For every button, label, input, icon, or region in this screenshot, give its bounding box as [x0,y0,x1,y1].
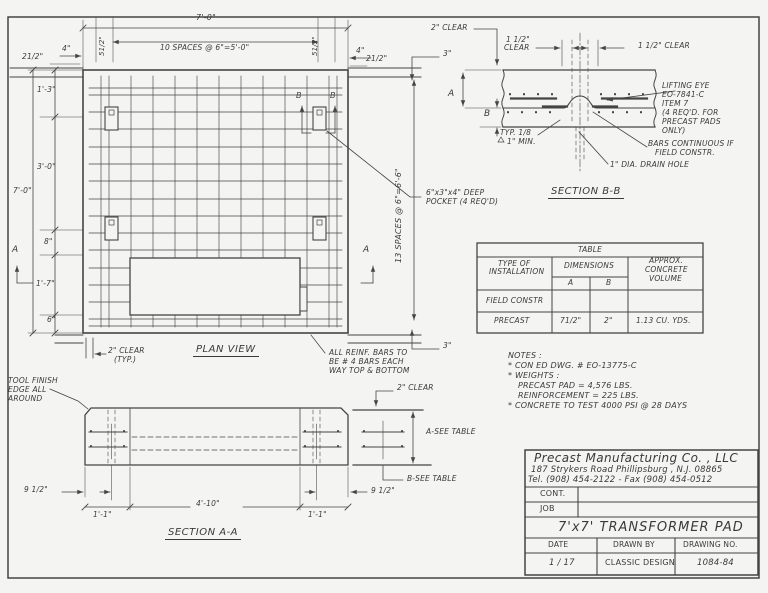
bb-lifting-eye-line1: LIFTING EYE [662,81,710,90]
drawn-by-value: CLASSIC DESIGN [605,558,675,567]
section-cut-a-left: A [12,245,19,255]
plan-dim-8: 8" [44,237,53,246]
notes-line2: * WEIGHTS : [508,371,560,380]
bb-lifting-eye-line5: PRECAST PADS [662,117,721,126]
drawn-by-label: DRAWN BY [613,540,655,549]
bb-clear-left-line2: CLEAR [504,43,530,52]
table-linework [476,242,704,334]
table-col-volume-line2: CONCRETE [645,265,688,274]
table-col-volume-line1: APPROX. [649,256,684,265]
plan-dim-bottom-3: 3" [443,341,452,350]
plan-view-linework [9,17,440,359]
plan-dim-right-5half: 51/2" [311,36,319,56]
reinf-note-line1: ALL REINF. BARS TO [329,348,408,357]
plan-dim-right-4: 4" [356,46,365,55]
sheet-border [7,16,760,579]
table-row-field-constr: FIELD CONSTR [486,296,544,305]
notes-line5: * CONCRETE TO TEST 4000 PSI @ 28 DAYS [508,401,688,410]
table-row-precast: PRECAST [494,316,530,325]
section-cut-b-right: B [330,91,336,100]
company-address: 187 Strykers Road Phillipsburg , N.J. 08… [531,465,723,475]
aa-clear-note: 2" CLEAR [397,383,434,392]
plan-dim-3-0: 3'-0" [37,162,56,171]
table-row-precast-a: 71/2" [560,316,582,325]
plan-dim-left-5half: 51/2" [98,36,106,56]
table-col-b: B [606,278,612,287]
table-col-a: A [568,278,574,287]
table-row-precast-b: 2" [604,316,613,325]
job-label: JOB [540,504,555,513]
bb-weld-note-line1: TYP. 1/8 [500,128,532,137]
aa-dim-4-10: 4'-10" [196,499,220,508]
aa-dim-right-1-1: 1'-1" [308,510,327,519]
notes-line1: * CON ED DWG. # EO-13775-C [508,361,637,370]
bb-lifting-eye-line3: ITEM 7 [662,99,689,108]
bb-lifting-eye-line4: (4 REQ'D. FOR [662,108,719,117]
bb-bars-note-line1: BARS CONTINUOUS IF [648,139,734,148]
aa-b-see-table: B-SEE TABLE [407,474,457,483]
bb-lifting-eye-line6: ONLY) [662,126,686,135]
section-aa-title: SECTION A-A [165,527,242,540]
plan-dim-left-overall: 7'-0" [13,186,32,195]
section-aa-linework [49,388,432,511]
bb-weld-note-line2: 1" MIN. [507,137,536,146]
pocket-note-line1: 6"x3"x4" DEEP [426,188,485,197]
aa-dim-right-9half: 9 1/2" [371,486,395,495]
bb-drain-note: 1" DIA. DRAIN HOLE [610,160,690,169]
section-cut-a-right: A [363,245,370,255]
plan-clear-note-line2: (TYP.) [114,355,137,364]
company-phone: Tel. (908) 454-2122 - Fax (908) 454-0512 [528,475,713,485]
title-block-linework [524,449,759,576]
plan-dim-1-7: 1'-7" [36,279,55,288]
plan-dim-right-2half: 21/2" [366,54,388,63]
table-col-dimensions: DIMENSIONS [564,261,615,270]
table-col-volume-line3: VOLUME [649,274,683,283]
drawing-title: 7'x7' TRANSFORMER PAD [558,520,744,535]
plan-dim-top-spaces: 10 SPACES @ 6"=5'-0" [160,43,250,52]
drawing-no-value: 1084-84 [697,558,734,568]
notes-line4: REINFORCEMENT = 225 LBS. [518,391,639,400]
bb-lifting-eye-line2: EO-7841-C [662,90,705,99]
plan-dim-top-3: 3" [443,49,452,58]
table-row-precast-volume: 1.13 CU. YDS. [636,316,691,325]
aa-tool-finish-line1: TOOL FINISH [8,376,58,385]
plan-dim-1-3: 1'-3" [37,85,56,94]
plan-view-title: PLAN VIEW [193,344,259,357]
aa-dim-left-1-1: 1'-1" [93,510,112,519]
section-cut-b-left: B [296,91,302,100]
bb-dim-a: A [448,89,455,99]
reinf-note-line3: WAY TOP & BOTTOM [329,366,410,375]
date-value: 1 / 17 [549,558,575,568]
drawing-no-label: DRAWING NO. [683,540,738,549]
bb-dim-b: B [484,109,491,119]
table-title: TABLE [578,245,603,254]
plan-dim-left-2half: 21/2" [22,52,44,61]
section-bb-title: SECTION B-B [548,186,624,199]
bb-clear-left-line1: 1 1/2" [506,35,530,44]
date-label: DATE [548,540,569,549]
table-col-type-line2: INSTALLATION [489,267,545,276]
bb-bars-note-line2: FIELD CONSTR. [655,148,715,157]
bb-clear-top: 2" CLEAR [431,23,468,32]
plan-dim-6: 6" [47,315,56,324]
notes-line3: PRECAST PAD = 4,576 LBS. [518,381,633,390]
aa-tool-finish-line3: AROUND [8,394,43,403]
aa-a-see-table: A-SEE TABLE [426,427,476,436]
cont-label: CONT. [540,489,566,498]
aa-dim-left-9half: 9 1/2" [24,485,48,494]
company-name: Precast Manufacturing Co. , LLC [534,451,739,465]
reinf-note-line2: BE # 4 BARS EACH [329,357,404,366]
plan-dim-right-spaces: 13 SPACES @ 6"=6'-6" [394,168,403,263]
plan-clear-note-line1: 2" CLEAR [108,346,145,355]
plan-dim-overall-width: 7'-0" [196,13,216,22]
pocket-note-line2: POCKET (4 REQ'D) [426,197,499,206]
bb-clear-right: 1 1/2" CLEAR [638,41,690,50]
table-col-type-line1: TYPE OF [498,259,531,268]
aa-tool-finish-line2: EDGE ALL [8,385,47,394]
section-bb-linework [460,28,676,173]
plan-dim-left-4: 4" [62,44,71,53]
notes-heading: NOTES : [508,351,542,360]
